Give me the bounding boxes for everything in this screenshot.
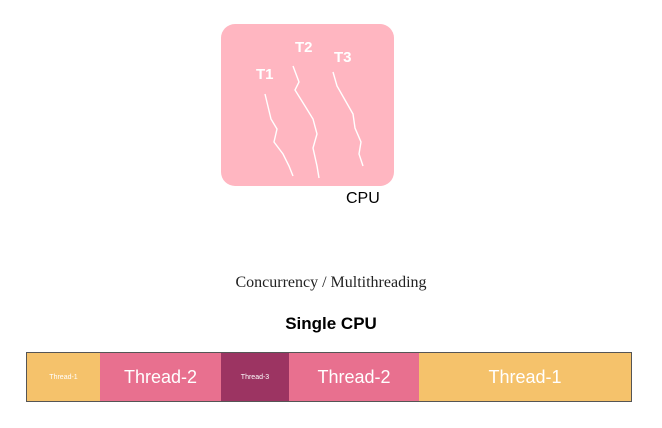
thread-label-t1: T1 xyxy=(256,66,274,83)
cpu-label: CPU xyxy=(346,190,380,207)
single-cpu-title: Single CPU xyxy=(285,314,377,333)
timeline-segment: Thread-1 xyxy=(27,353,100,401)
cpu-timeline: Thread-1 Thread-2 Thread-3 Thread-2 Thre… xyxy=(26,352,632,402)
timeline-segment: Thread-2 xyxy=(100,353,221,401)
cpu-thread-lines xyxy=(264,65,364,179)
timeline-segment: Thread-2 xyxy=(289,353,419,401)
timeline-segment: Thread-1 xyxy=(419,353,631,401)
timeline-segment: Thread-3 xyxy=(221,353,289,401)
thread-label-t2: T2 xyxy=(295,39,313,56)
thread-line-t1 xyxy=(264,93,294,177)
cpu-box-notch xyxy=(332,186,402,196)
thread-line-t2 xyxy=(292,65,320,179)
thread-line-t3 xyxy=(332,71,364,167)
diagram-caption: Concurrency / Multithreading xyxy=(235,274,427,291)
cpu-box xyxy=(221,24,394,186)
thread-label-t3: T3 xyxy=(334,49,352,66)
